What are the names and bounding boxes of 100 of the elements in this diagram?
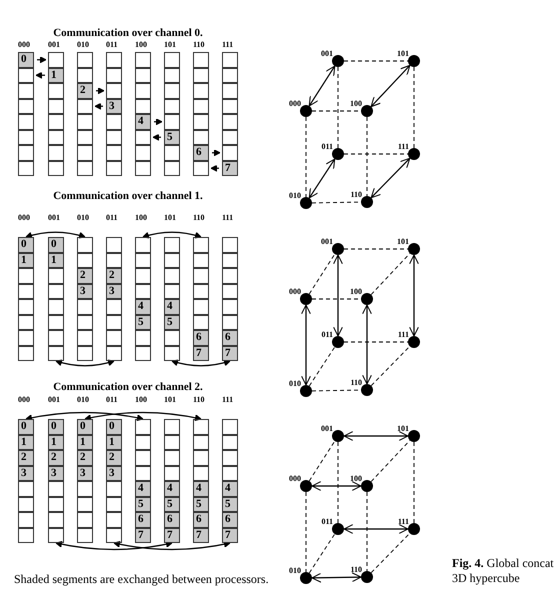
- memory-cell: [48, 314, 64, 330]
- memory-cell: [18, 98, 34, 114]
- memory-cell: [18, 83, 34, 98]
- memory-cell: [77, 98, 93, 114]
- memory-cell: 5: [193, 496, 209, 512]
- memory-cell: 6: [193, 512, 209, 528]
- memory-cell: 0: [18, 237, 34, 252]
- memory-cell: [106, 481, 122, 496]
- double-arrow: [370, 158, 410, 198]
- memory-cell: [164, 83, 180, 98]
- memory-cell: [48, 284, 64, 299]
- memory-cell: [106, 145, 122, 160]
- memory-cell: [77, 114, 93, 130]
- memory-cell: [106, 68, 122, 83]
- memory-cell: [77, 237, 93, 252]
- memory-cell: [222, 299, 238, 314]
- column-label: 110: [193, 40, 205, 49]
- memory-cell: [135, 466, 151, 481]
- memory-cell: 0: [48, 237, 64, 252]
- memory-cell: [106, 252, 122, 268]
- curved-arrow: [26, 412, 144, 422]
- memory-cell: 7: [135, 528, 151, 543]
- memory-cell: [164, 466, 180, 481]
- vertex-label: 110: [350, 378, 362, 387]
- memory-cell: 7: [222, 346, 238, 361]
- memory-cell: [193, 419, 209, 434]
- memory-cell: [222, 419, 238, 434]
- memory-cell: [18, 160, 34, 176]
- memory-cell: 7: [222, 160, 238, 176]
- memory-cell: [48, 330, 64, 346]
- double-arrow: [344, 431, 408, 441]
- curved-arrow: [114, 540, 230, 550]
- memory-cell: [77, 528, 93, 543]
- arrow: [37, 56, 46, 64]
- memory-cell: 2: [77, 268, 93, 284]
- memory-cell: [164, 252, 180, 268]
- column-label: 011: [106, 40, 118, 49]
- memory-cell: [135, 52, 151, 68]
- memory-cell: [164, 284, 180, 299]
- memory-cell: [222, 237, 238, 252]
- double-arrow: [362, 304, 372, 384]
- memory-cell: [135, 130, 151, 145]
- vertex-label: 111: [398, 330, 409, 339]
- memory-cell: [193, 450, 209, 466]
- memory-cell: [135, 252, 151, 268]
- double-arrow: [312, 481, 362, 491]
- memory-cell: [193, 52, 209, 68]
- memory-cell: [106, 130, 122, 145]
- memory-cell: [18, 346, 34, 361]
- vertex-label: 001: [321, 424, 333, 433]
- memory-cell: [77, 330, 93, 346]
- memory-cell: [193, 114, 209, 130]
- memory-cell: 2: [18, 450, 34, 466]
- curved-arrow: [56, 540, 172, 550]
- column-label: 000: [18, 395, 30, 404]
- memory-cell: [77, 130, 93, 145]
- memory-cell: [193, 466, 209, 481]
- memory-cell: 2: [106, 450, 122, 466]
- memory-cell: [193, 237, 209, 252]
- memory-cell: [77, 512, 93, 528]
- vertex-label: 001: [321, 49, 333, 58]
- memory-cell: [18, 528, 34, 543]
- double-arrow: [333, 254, 343, 336]
- memory-cell: 4: [135, 114, 151, 130]
- memory-cell: 4: [135, 481, 151, 496]
- memory-cell: [106, 160, 122, 176]
- memory-cell: 1: [106, 434, 122, 450]
- dashed-line: [308, 440, 336, 482]
- memory-cell: [18, 114, 34, 130]
- memory-cell: [106, 496, 122, 512]
- memory-cell: [164, 450, 180, 466]
- memory-cell: 5: [222, 496, 238, 512]
- vertex-label: 110: [350, 190, 362, 199]
- memory-cell: [222, 284, 238, 299]
- dashed-line: [308, 534, 336, 574]
- vertex-label: 101: [397, 424, 409, 433]
- panel-heading: Communication over channel 2.: [52, 381, 204, 393]
- memory-cell: [193, 160, 209, 176]
- double-arrow: [409, 254, 419, 336]
- memory-cell: [77, 68, 93, 83]
- memory-cell: 3: [77, 466, 93, 481]
- memory-cell: [135, 237, 151, 252]
- memory-cell: [48, 346, 64, 361]
- memory-cell: [164, 98, 180, 114]
- memory-cell: [193, 98, 209, 114]
- memory-cell: [135, 160, 151, 176]
- memory-cell: [48, 98, 64, 114]
- memory-cell: [222, 314, 238, 330]
- memory-cell: [222, 434, 238, 450]
- memory-cell: [135, 68, 151, 83]
- panel-heading: Communication over channel 0.: [52, 27, 204, 39]
- column-label: 000: [18, 40, 30, 49]
- memory-cell: [48, 528, 64, 543]
- memory-cell: [18, 68, 34, 83]
- memory-cell: [77, 145, 93, 160]
- memory-cell: [77, 52, 93, 68]
- vertex-label: 100: [350, 474, 362, 483]
- curved-arrow: [172, 359, 230, 366]
- memory-cell: [164, 52, 180, 68]
- memory-cell: [48, 268, 64, 284]
